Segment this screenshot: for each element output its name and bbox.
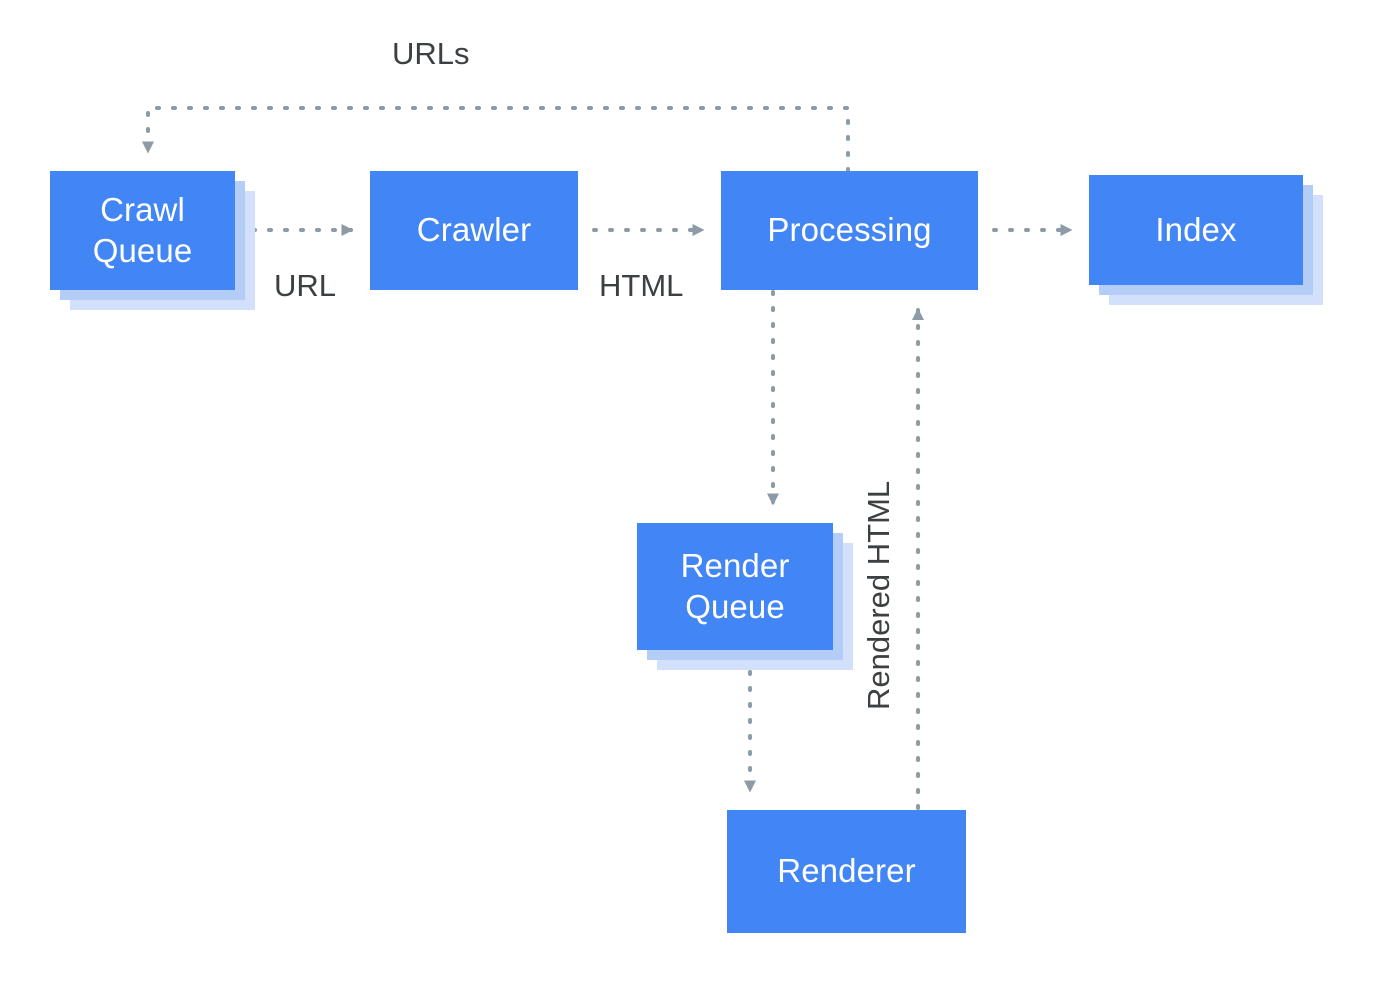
edge-label-urls: URLs [392, 36, 470, 71]
node-face: Renderer [727, 810, 966, 933]
node-processing[interactable]: Processing [721, 171, 978, 290]
node-face: Index [1089, 175, 1303, 285]
edge-label-html: HTML [599, 268, 684, 303]
node-face: Render Queue [637, 523, 833, 650]
node-face: Crawl Queue [50, 171, 235, 290]
node-label-renderer: Renderer [777, 852, 916, 890]
node-crawl-queue[interactable]: Crawl Queue [50, 171, 255, 310]
edge-label-url: URL [274, 268, 337, 303]
edge-processing-to-crawlqueue [142, 106, 850, 173]
node-renderer[interactable]: Renderer [727, 810, 966, 933]
node-label-crawl-queue: Crawl Queue [92, 191, 193, 269]
node-face: Crawler [370, 171, 578, 290]
node-crawler[interactable]: Crawler [370, 171, 578, 290]
node-index[interactable]: Index [1089, 175, 1323, 305]
node-label-render-queue: Render Queue [680, 547, 790, 625]
node-face: Processing [721, 171, 978, 290]
node-label-processing: Processing [767, 211, 932, 249]
edge-label-rendered-html: Rendered HTML [861, 480, 896, 710]
node-label-crawler: Crawler [416, 211, 532, 249]
node-label-index: Index [1155, 210, 1237, 248]
node-render-queue[interactable]: Render Queue [637, 523, 853, 670]
